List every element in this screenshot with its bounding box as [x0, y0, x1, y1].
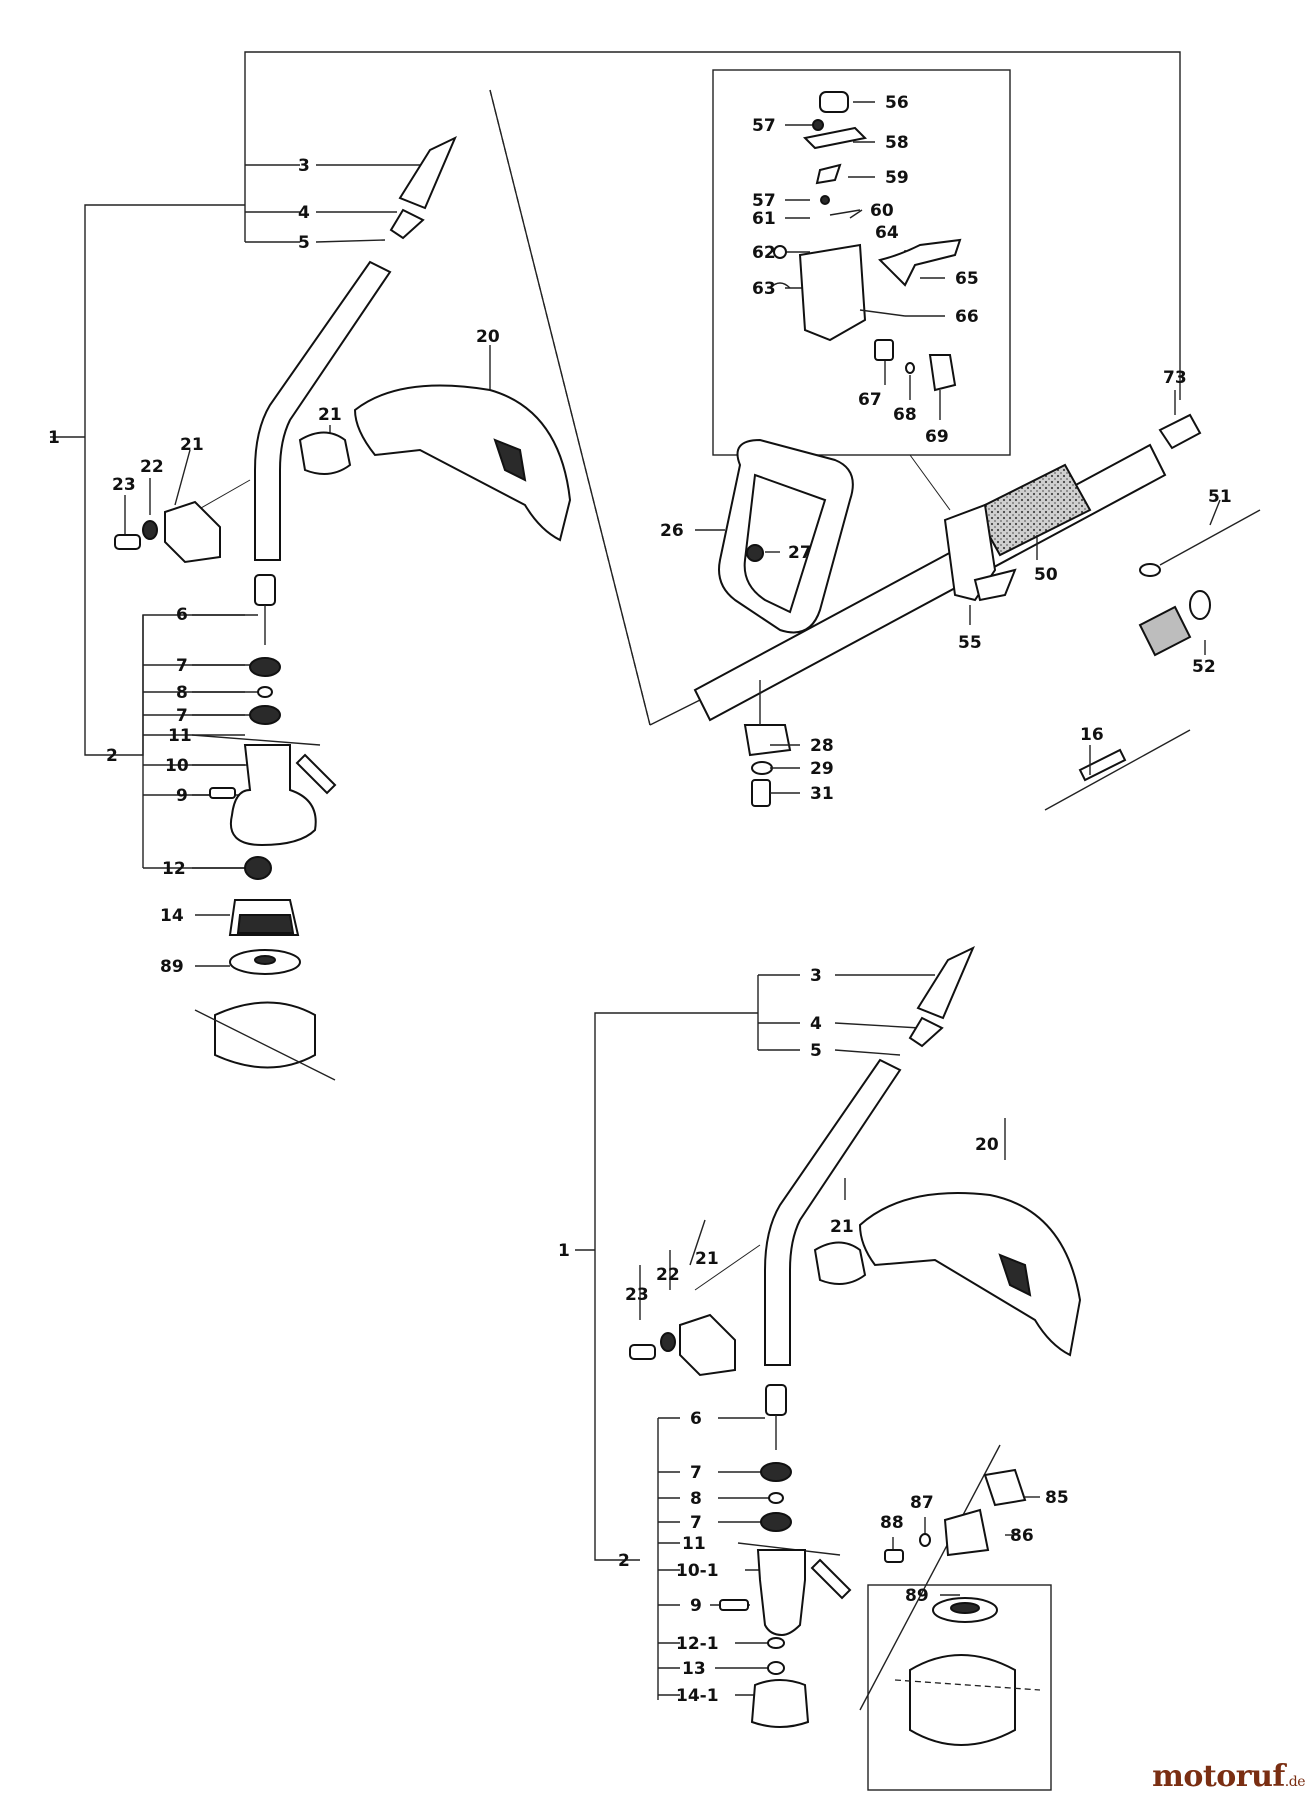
watermark-suffix: .de [1284, 1774, 1306, 1790]
label-part-12: 12 [162, 859, 186, 879]
label-part-7: 7 [690, 1463, 702, 1483]
label-part-9: 9 [176, 786, 188, 806]
label-part-69: 69 [925, 427, 949, 447]
label-part-28: 28 [810, 736, 834, 756]
label-part-73: 73 [1163, 368, 1187, 388]
label-part-7: 7 [176, 706, 188, 726]
label-part-57: 57 [752, 191, 776, 211]
label-part-10-1: 10-1 [676, 1561, 719, 1581]
label-part-57: 57 [752, 116, 776, 136]
part-number-labels: 3 4 5 1 2 20 21 21 22 23 6 7 8 7 11 10 9… [48, 93, 1232, 1706]
label-part-60: 60 [870, 201, 894, 221]
label-part-58: 58 [885, 133, 909, 153]
label-part-63: 63 [752, 279, 776, 299]
label-part-23: 23 [625, 1285, 649, 1305]
label-part-13: 13 [682, 1659, 706, 1679]
label-part-50: 50 [1034, 565, 1058, 585]
label-part-55: 55 [958, 633, 982, 653]
bottom-leaders [575, 974, 1052, 1791]
bottom-parts [629, 945, 1082, 1746]
label-part-89: 89 [905, 1586, 929, 1606]
label-part-88: 88 [880, 1513, 904, 1533]
switch-inset [712, 69, 1011, 511]
label-part-8: 8 [176, 683, 188, 703]
label-part-23: 23 [112, 475, 136, 495]
label-part-3: 3 [810, 966, 822, 986]
label-part-64: 64 [875, 223, 899, 243]
label-part-8: 8 [690, 1489, 702, 1509]
label-part-10: 10 [165, 756, 189, 776]
label-part-59: 59 [885, 168, 909, 188]
label-part-1: 1 [558, 1241, 570, 1261]
label-part-26: 26 [660, 521, 684, 541]
loose-parts-right [1044, 499, 1261, 811]
label-part-21: 21 [830, 1217, 854, 1237]
label-part-11: 11 [168, 726, 192, 746]
label-part-68: 68 [893, 405, 917, 425]
label-part-2: 2 [618, 1551, 630, 1571]
label-part-6: 6 [690, 1409, 702, 1429]
label-part-21: 21 [695, 1249, 719, 1269]
label-part-62: 62 [752, 243, 776, 263]
label-part-14-1: 14-1 [676, 1686, 719, 1706]
top-left-parts [114, 135, 572, 1081]
label-part-61: 61 [752, 209, 776, 229]
handle-assembly [693, 390, 1202, 807]
label-part-1: 1 [48, 428, 60, 448]
label-part-27: 27 [788, 543, 812, 563]
label-part-11: 11 [682, 1534, 706, 1554]
label-part-87: 87 [910, 1493, 934, 1513]
label-part-21: 21 [318, 405, 342, 425]
label-part-86: 86 [1010, 1526, 1034, 1546]
label-part-12-1: 12-1 [676, 1634, 719, 1654]
label-part-89: 89 [160, 957, 184, 977]
label-part-2: 2 [106, 746, 118, 766]
label-part-4: 4 [810, 1014, 822, 1034]
label-part-16: 16 [1080, 725, 1104, 745]
label-part-4: 4 [298, 203, 310, 223]
label-part-6: 6 [176, 605, 188, 625]
label-part-22: 22 [656, 1265, 680, 1285]
label-part-31: 31 [810, 784, 834, 804]
label-part-52: 52 [1192, 657, 1216, 677]
label-part-7: 7 [690, 1513, 702, 1533]
label-part-51: 51 [1208, 487, 1232, 507]
label-part-20: 20 [975, 1135, 999, 1155]
label-part-66: 66 [955, 307, 979, 327]
top-left-leaders [50, 51, 1181, 967]
label-part-3: 3 [298, 156, 310, 176]
site-watermark: motoruf.de [1152, 1759, 1305, 1794]
label-part-5: 5 [810, 1041, 822, 1061]
label-part-56: 56 [885, 93, 909, 113]
watermark-brand: motoruf [1152, 1759, 1285, 1794]
label-part-67: 67 [858, 390, 882, 410]
label-part-14: 14 [160, 906, 184, 926]
label-part-65: 65 [955, 269, 979, 289]
label-part-22: 22 [140, 457, 164, 477]
label-part-85: 85 [1045, 1488, 1069, 1508]
label-part-20: 20 [476, 327, 500, 347]
label-part-29: 29 [810, 759, 834, 779]
label-part-7: 7 [176, 656, 188, 676]
label-part-9: 9 [690, 1596, 702, 1616]
label-part-21: 21 [180, 435, 204, 455]
label-part-5: 5 [298, 233, 310, 253]
